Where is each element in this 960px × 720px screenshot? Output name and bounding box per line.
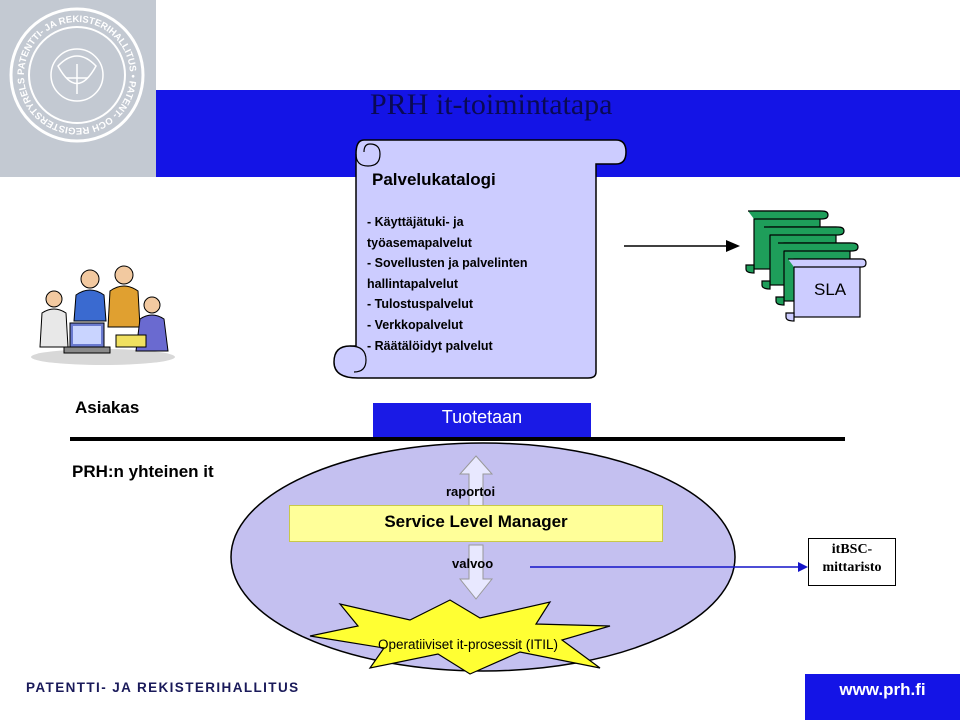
operational-processes-label: Operatiiviset it-prosessit (ITIL): [377, 637, 559, 652]
itbsc-label: itBSC- mittaristo: [808, 541, 896, 577]
sla-documents-stack: [745, 210, 867, 322]
itbsc-line1: itBSC-: [831, 542, 873, 557]
catalog-title: Palvelukatalogi: [372, 170, 496, 189]
service-level-manager-label: Service Level Manager: [384, 512, 568, 531]
service-level-manager-box: [289, 505, 663, 542]
catalog-item: - Sovellusten ja palvelinten: [367, 256, 528, 271]
customer-label: Asiakas: [75, 398, 140, 417]
sla-label: SLA: [814, 280, 847, 299]
catalog-item: - Tulostuspalvelut: [367, 297, 474, 312]
produced-label: Tuotetaan: [441, 407, 523, 427]
footer-org-name: PATENTTI- JA REKISTERIHALLITUS: [26, 680, 300, 695]
footer-url[interactable]: www.prh.fi: [839, 680, 926, 699]
sla-scroll: [785, 258, 867, 322]
catalog-item: - Räätälöidyt palvelut: [367, 338, 493, 353]
customer-provider-divider: [70, 437, 845, 441]
it-organization-label: PRH:n yhteinen it: [72, 462, 214, 481]
prh-seal-logo: PATENTTI- JA REKISTERIHALLITUS • PATENT-…: [8, 6, 145, 143]
customer-people-clipart: [31, 265, 175, 365]
catalog-scroll: [333, 139, 627, 379]
itbsc-box: [808, 538, 896, 586]
produced-box: [373, 403, 591, 440]
to-itbsc-arrow: [530, 562, 808, 572]
monitor-label: valvoo: [452, 556, 494, 571]
header-logo-panel: [0, 0, 156, 177]
catalog-item: hallintapalvelut: [367, 276, 458, 291]
catalog-item: - Käyttäjätuki- ja: [367, 215, 464, 229]
report-label: raportoi: [446, 484, 496, 499]
report-up-arrow: [458, 455, 494, 507]
operational-processes-burst: [309, 599, 611, 675]
catalog-item: - Verkkopalvelut: [367, 317, 463, 332]
itbsc-line2: mittaristo: [822, 560, 882, 575]
monitor-down-arrow: [458, 544, 494, 600]
catalog-to-sla-arrow: [624, 240, 740, 252]
catalog-item: työasemapalvelut: [367, 235, 472, 250]
catalog-list: - Käyttäjätuki- ja työasemapalvelut - So…: [367, 212, 527, 356]
page-title: PRH it-toimintatapa: [370, 88, 613, 121]
footer-url-band: [805, 674, 960, 720]
